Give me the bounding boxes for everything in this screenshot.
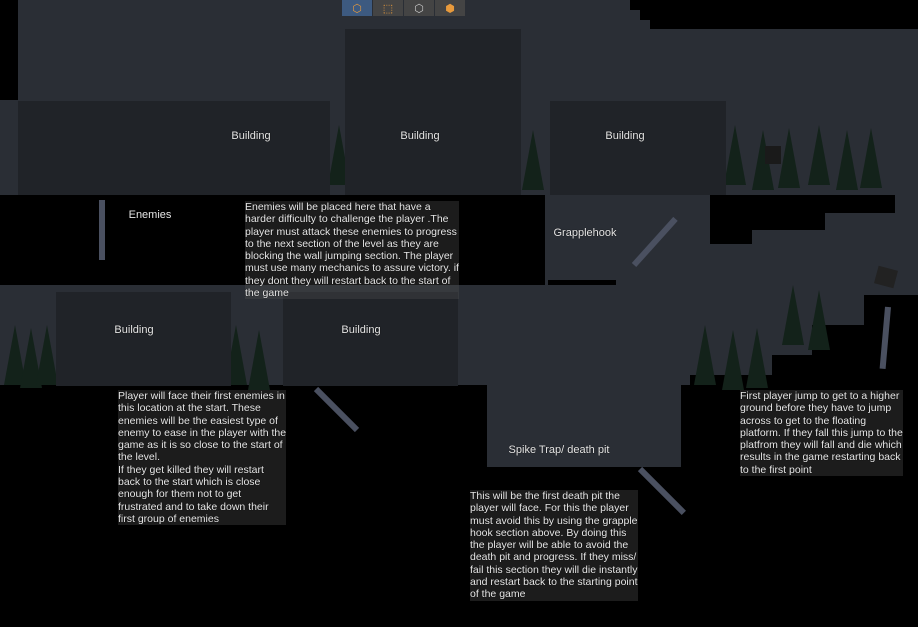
building-label: Building	[605, 130, 645, 142]
cube-icon[interactable]: ⬡	[342, 0, 372, 16]
tree	[746, 328, 768, 388]
grapplehook-label: Grapplehook	[553, 227, 617, 239]
platform-step	[710, 230, 752, 244]
spike-marker[interactable]	[313, 386, 360, 433]
rect-select-icon[interactable]: ⬚	[373, 0, 403, 16]
spike-pit-area	[487, 385, 681, 467]
tree	[782, 285, 804, 345]
note-first-enemies: Player will face their first enemies in …	[118, 390, 287, 526]
ground-step	[864, 295, 918, 327]
building-label: Building	[114, 324, 154, 336]
note-first-jump: First player jump to get to a higher gro…	[740, 390, 903, 477]
tree	[248, 330, 270, 390]
spike-trap-label: Spike Trap/ death pit	[508, 444, 610, 456]
enemy-marker[interactable]	[99, 200, 105, 260]
spike-marker[interactable]	[637, 466, 686, 515]
tree	[752, 130, 774, 190]
platform-step	[710, 195, 895, 213]
ground-step	[772, 355, 918, 377]
building-4[interactable]	[56, 292, 231, 386]
building-label: Building	[400, 130, 440, 142]
tree	[724, 125, 746, 185]
building-5[interactable]	[283, 292, 458, 386]
tree	[694, 325, 716, 385]
building-3[interactable]	[550, 101, 726, 195]
tree	[860, 128, 882, 188]
scene-toolbar: ⬡ ⬚ ⬡ ⬢	[342, 0, 466, 16]
tree	[808, 125, 830, 185]
ceiling-step	[640, 10, 918, 20]
tree	[522, 130, 544, 190]
building-1[interactable]	[18, 101, 330, 195]
tree	[836, 130, 858, 190]
note-hard-enemies: Enemies will be placed here that have a …	[245, 201, 459, 300]
building-2[interactable]	[345, 29, 521, 195]
cube-solid-icon[interactable]: ⬢	[435, 0, 465, 16]
enemies-label: Enemies	[128, 209, 172, 221]
tree	[36, 325, 58, 385]
building-label: Building	[341, 324, 381, 336]
tree	[328, 125, 350, 185]
platform-step	[710, 213, 825, 230]
tree	[808, 290, 830, 350]
tree	[722, 330, 744, 390]
crate-sprite[interactable]	[765, 146, 781, 164]
building-label: Building	[231, 130, 271, 142]
ceiling-step	[630, 0, 918, 10]
tree	[778, 128, 800, 188]
ceiling-step	[650, 20, 918, 29]
sky-left	[0, 100, 18, 195]
cube-outline-icon[interactable]: ⬡	[404, 0, 434, 16]
note-death-pit: This will be the first death pit the pla…	[470, 490, 638, 601]
